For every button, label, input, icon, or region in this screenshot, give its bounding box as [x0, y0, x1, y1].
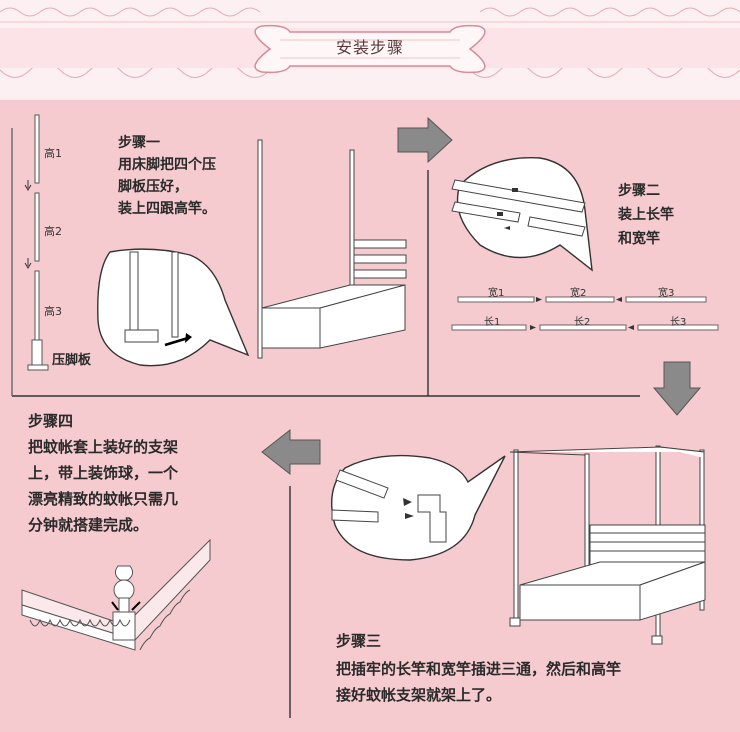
pole-label-3: 高3 [44, 305, 62, 318]
step1-heading: 步骤一 [118, 135, 160, 151]
step1-line3: 装上四跟高竿。 [118, 201, 216, 217]
step2-line2: 和宽竿 [618, 231, 660, 247]
step1-line1: 用床脚把四个压 [118, 157, 216, 173]
pole-label-1: 高1 [44, 147, 62, 160]
rod-length-1: 长1 [484, 317, 501, 328]
lace-decoration [0, 0, 740, 100]
step1-line2: 脚板压好， [118, 179, 188, 195]
pole-label-2: 高2 [44, 225, 62, 238]
header-banner: 安装步骤 [0, 0, 740, 100]
step3-line1: 把插牢的长竿和宽竿插进三通，然后和高竿 [336, 660, 622, 678]
step4-line1: 把蚊帐套上装好的支架 [28, 438, 179, 456]
rod-width-2: 宽2 [570, 288, 587, 299]
step4-line4: 分钟就搭建完成。 [28, 516, 149, 534]
page-title: 安装步骤 [335, 38, 404, 57]
step3-heading: 步骤三 [336, 632, 382, 650]
step4-line3: 漂亮精致的蚊帐只需几 [28, 490, 179, 508]
step4-line2: 上，带上装饰球，一个 [28, 464, 179, 482]
rod-width-3: 宽3 [658, 288, 675, 299]
rod-length-3: 长3 [670, 317, 687, 328]
step2-line1: 装上长竿 [618, 207, 674, 223]
step3-line2: 接好蚊帐支架就架上了。 [336, 686, 502, 704]
footplate-label: 压脚板 [52, 353, 92, 368]
step4-heading: 步骤四 [28, 412, 74, 430]
step2-heading: 步骤二 [618, 183, 660, 199]
rod-length-2: 长2 [574, 317, 591, 328]
rod-width-1: 宽1 [488, 288, 505, 299]
